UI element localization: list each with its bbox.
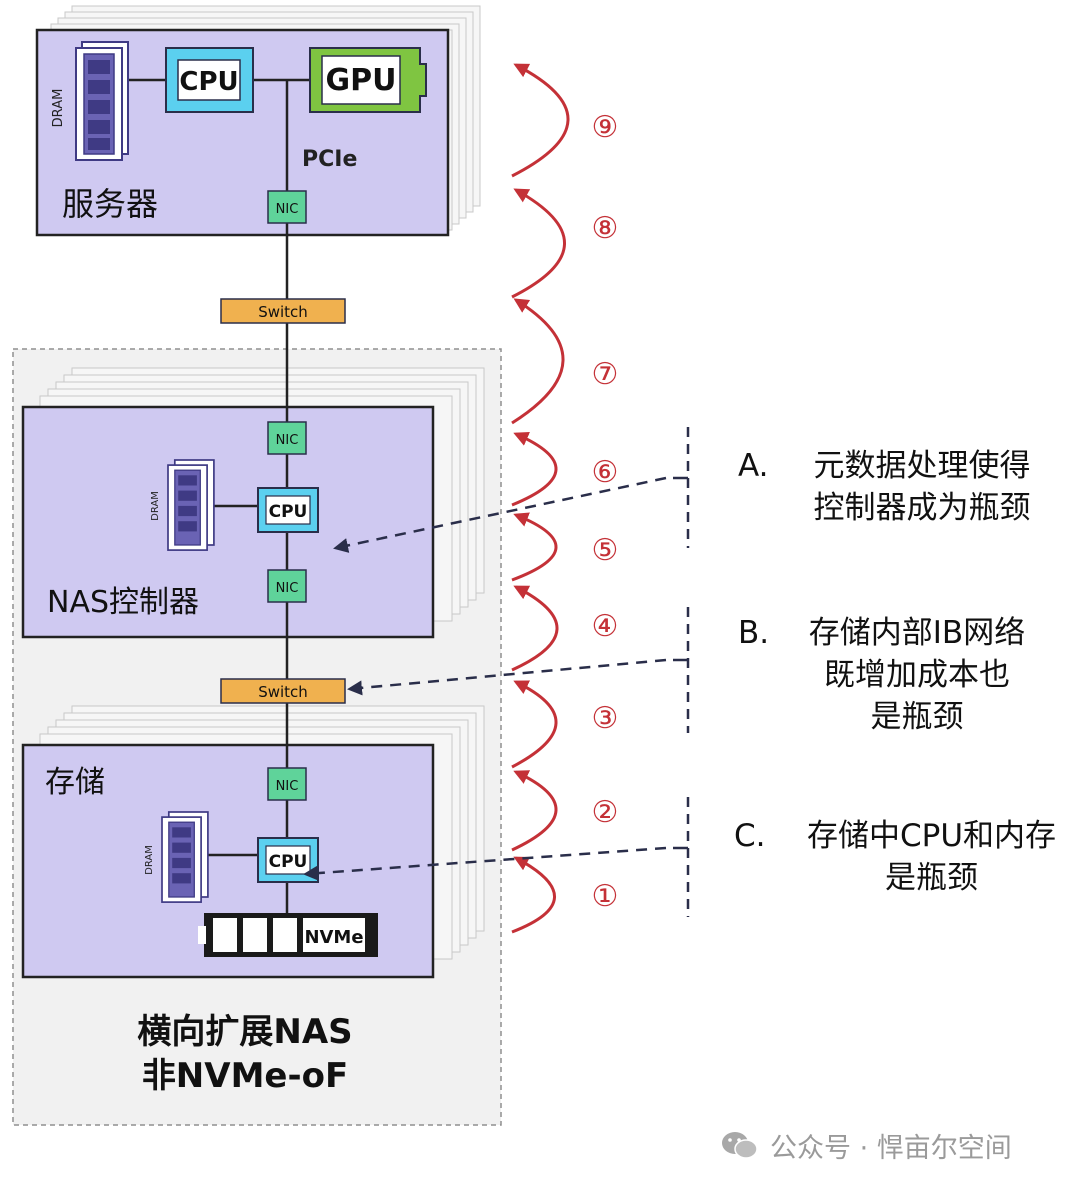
nas-controller-panel	[21, 405, 435, 639]
svg-text:NIC: NIC	[276, 433, 299, 448]
watermark-text: 公众号 · 悍亩尔空间	[770, 1133, 1012, 1164]
group-title-line2: 非NVMe-oF	[142, 1056, 348, 1096]
svg-text:CPU: CPU	[269, 852, 308, 872]
step-arrow-7	[511, 298, 565, 425]
server-cpu-chip: CPU	[165, 47, 254, 113]
step-arrow-9	[511, 63, 570, 178]
storage-dram-icon: DRAM	[144, 811, 209, 903]
note-c-line2: 是瓶颈	[885, 860, 978, 896]
nas-dram-label: DRAM	[150, 491, 161, 521]
step-number-1: ①	[592, 879, 619, 914]
step-number-8: ⑧	[592, 211, 619, 246]
nvme-label: NVMe	[304, 927, 363, 948]
storage-dram-label: DRAM	[144, 845, 155, 875]
storage-cpu-chip: CPU	[257, 837, 319, 883]
note-a-line1: 元数据处理使得	[813, 448, 1031, 484]
svg-text:NIC: NIC	[276, 202, 299, 217]
step-arrow-6	[511, 431, 558, 507]
nas-controller-title: NAS控制器	[47, 585, 199, 620]
svg-text:NIC: NIC	[276, 581, 299, 596]
nas-nic-bottom: NIC	[267, 569, 307, 603]
server-dram-icon: DRAM	[51, 41, 129, 161]
note-c: C. 存储中CPU和内存 是瓶颈	[734, 815, 1074, 905]
step-number-6: ⑥	[592, 455, 619, 490]
step-number-7: ⑦	[592, 357, 619, 392]
step-number-5: ⑤	[592, 533, 619, 568]
step-arrow-5	[511, 512, 558, 582]
pointer-c	[303, 846, 667, 881]
nvme-drive-icon: NVMe	[198, 913, 378, 957]
storage-stack	[21, 705, 485, 979]
server-title: 服务器	[62, 185, 158, 223]
note-b-line1: 存储内部IB网络	[808, 615, 1026, 651]
annotation-pointers	[303, 476, 667, 881]
storage-nic: NIC	[267, 767, 307, 801]
note-b-line2: 既增加成本也	[824, 657, 1010, 693]
step-numbers: ① ② ③ ④ ⑤ ⑥ ⑦ ⑧ ⑨	[592, 110, 619, 914]
pcie-label: PCIe	[302, 147, 357, 172]
step-number-4: ④	[592, 609, 619, 644]
step-arrow-1	[511, 856, 556, 934]
note-a: A. 元数据处理使得 控制器成为瓶颈	[738, 445, 1068, 535]
server-gpu-card: GPU	[309, 47, 427, 113]
nas-controller-stack	[21, 367, 485, 639]
step-number-9: ⑨	[592, 110, 619, 145]
svg-text:NIC: NIC	[276, 779, 299, 794]
server-nic: NIC	[267, 190, 307, 224]
svg-text:CPU: CPU	[269, 502, 308, 522]
server-gpu-label: GPU	[326, 63, 397, 98]
switch-mid: Switch	[220, 678, 346, 704]
step-arrows	[511, 63, 570, 934]
step-arrow-8	[511, 188, 566, 299]
step-arrow-3	[511, 680, 558, 769]
note-c-line1: 存储中CPU和内存	[806, 818, 1057, 854]
note-a-letter: A.	[738, 448, 769, 484]
annotation-brackets	[673, 427, 690, 917]
note-c-letter: C.	[734, 818, 766, 854]
server-cpu-label: CPU	[179, 67, 238, 97]
wechat-icon	[722, 1132, 758, 1159]
note-b-line3: 是瓶颈	[870, 699, 964, 735]
note-b-letter: B.	[738, 615, 770, 651]
nas-nic-top: NIC	[267, 421, 307, 455]
switch-top: Switch	[220, 298, 346, 324]
watermark: 公众号 · 悍亩尔空间	[722, 1126, 1012, 1165]
pointer-b	[347, 658, 667, 696]
note-a-line2: 控制器成为瓶颈	[813, 490, 1031, 526]
step-number-2: ②	[592, 795, 619, 830]
svg-text:Switch: Switch	[258, 683, 308, 701]
group-title-line1: 横向扩展NAS	[137, 1012, 352, 1052]
storage-title: 存储	[45, 765, 105, 800]
step-arrow-2	[511, 770, 558, 852]
nas-cpu-chip: CPU	[257, 487, 319, 533]
nas-dram-icon: DRAM	[150, 459, 215, 551]
server-dram-label: DRAM	[51, 89, 66, 128]
step-number-3: ③	[592, 701, 619, 736]
note-b: B. 存储内部IB网络 既增加成本也 是瓶颈	[738, 612, 1068, 742]
svg-text:Switch: Switch	[258, 303, 308, 321]
step-arrow-4	[511, 585, 559, 672]
